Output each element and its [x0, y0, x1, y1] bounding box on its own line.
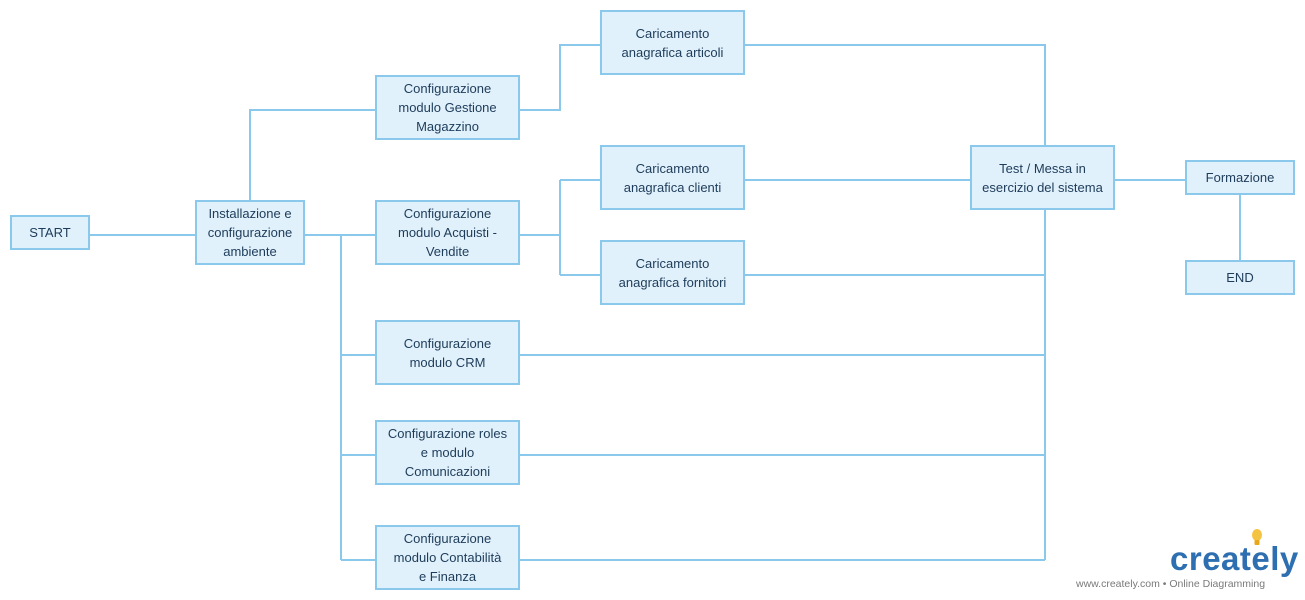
install-node: Installazione e configurazione ambiente	[195, 200, 305, 265]
end-node: END	[1185, 260, 1295, 295]
config-acquisti-node: Configurazione modulo Acquisti - Vendite	[375, 200, 520, 265]
test-node: Test / Messa in esercizio del sistema	[970, 145, 1115, 210]
config-magazzino-node: Configurazione modulo Gestione Magazzino	[375, 75, 520, 140]
logo-caption: www.creately.com • Online Diagramming	[1076, 578, 1266, 590]
connector-install-magazzino	[249, 109, 375, 200]
lightbulb-icon	[1252, 529, 1262, 545]
creately-logo: creately www.creately.com • Online Diagr…	[1070, 528, 1300, 594]
carica-fornitori-node: Caricamento anagrafica fornitori	[600, 240, 745, 305]
config-roles-node: Configurazione roles e modulo Comunicazi…	[375, 420, 520, 485]
connector-magazzino-articoli	[520, 44, 600, 111]
start-node: START	[10, 215, 90, 250]
connector-articoli-test	[745, 44, 1046, 145]
carica-articoli-node: Caricamento anagrafica articoli	[600, 10, 745, 75]
logo-wordmark: creately	[1170, 540, 1299, 577]
formazione-node: Formazione	[1185, 160, 1295, 195]
config-crm-node: Configurazione modulo CRM	[375, 320, 520, 385]
carica-clienti-node: Caricamento anagrafica clienti	[600, 145, 745, 210]
config-contabilita-node: Configurazione modulo Contabilità e Fina…	[375, 525, 520, 590]
